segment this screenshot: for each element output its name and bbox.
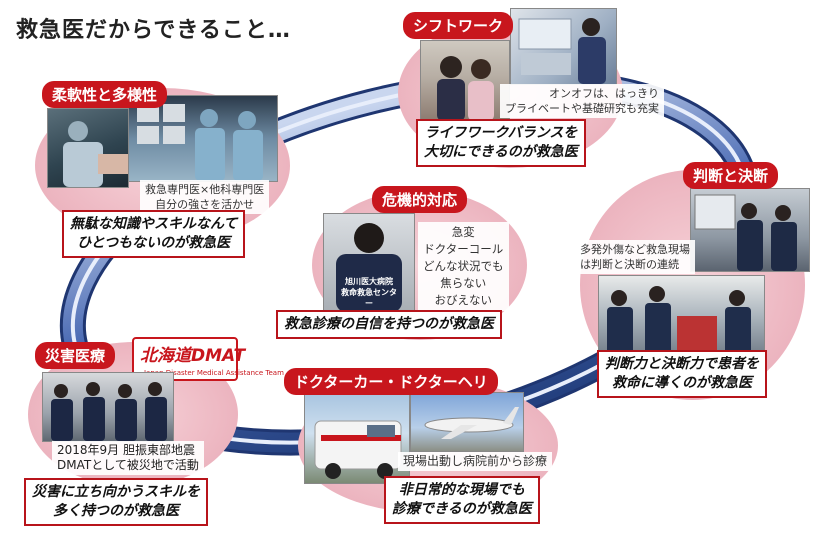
crisis-note: 急変 ドクターコール どんな状況でも 焦らない おびえない bbox=[418, 222, 509, 311]
judge-box-line-1: 判断力と決断力で患者を bbox=[605, 356, 759, 372]
flex-box: 無駄な知識やスキルなんて ひとつもないのが救急医 bbox=[62, 210, 246, 258]
flex-note: 救急専門医×他科専門医 自分の強さを活かせ bbox=[140, 180, 270, 214]
crisis-note-line-5: おびえない bbox=[434, 293, 493, 307]
shift-note: オンオフは、はっきり プライベートや基礎研究も充実 bbox=[500, 84, 664, 118]
crisis-note-line-1: 急変 bbox=[451, 225, 475, 239]
crisis-note-line-2: ドクターコール bbox=[423, 242, 504, 256]
disaster-note-line-1: 2018年9月 胆振東部地震 bbox=[57, 443, 195, 457]
judge-tag: 判断と決断 bbox=[683, 162, 779, 189]
crisis-tag: 危機的対応 bbox=[372, 186, 468, 213]
dmat-logo: 北海道DMAT Japan Disaster Medical Assistanc… bbox=[132, 337, 284, 381]
doctorcar-photo-ambulance bbox=[304, 392, 410, 484]
disaster-box-line-2: 多く持つのが救急医 bbox=[53, 503, 179, 519]
crisis-box: 救急診療の自信を持つのが救急医 bbox=[276, 310, 502, 339]
disaster-note: 2018年9月 胆振東部地震 DMATとして被災地で活動 bbox=[52, 441, 204, 475]
crisis-note-line-4: 焦らない bbox=[440, 276, 487, 290]
doctorcar-box-line-2: 診療できるのが救急医 bbox=[392, 501, 532, 517]
disaster-tag: 災害医療 bbox=[35, 342, 116, 369]
doctorcar-note: 現場出動し病院前から診療 bbox=[398, 452, 553, 471]
doctorcar-note-line-1: 現場出動し病院前から診療 bbox=[403, 454, 548, 468]
judge-box-line-2: 救命に導くのが救急医 bbox=[612, 375, 752, 391]
shift-tag: シフトワーク bbox=[403, 12, 514, 39]
judge-photo-scene bbox=[598, 275, 765, 359]
shift-box-line-2: 大切にできるのが救急医 bbox=[424, 144, 578, 160]
crisis-photo-vest: 旭川医大病院 救命救急センター bbox=[323, 213, 415, 313]
shift-box-line-1: ライフワークバランスを bbox=[424, 125, 578, 141]
doctorcar-photo-jet bbox=[410, 392, 524, 452]
judge-note: 多発外傷など救急現場 は判断と決断の連続 bbox=[575, 240, 695, 274]
crisis-vest-line-2: 救命救急センター bbox=[341, 288, 397, 308]
disaster-box: 災害に立ち向かうスキルを 多く持つのが救急医 bbox=[24, 478, 208, 526]
judge-note-line-1: 多発外傷など救急現場 bbox=[580, 243, 690, 256]
doctorcar-tag: ドクターカー・ドクターヘリ bbox=[284, 368, 498, 395]
flex-box-line-2: ひとつもないのが救急医 bbox=[77, 235, 231, 251]
judge-box: 判断力と決断力で患者を 救命に導くのが救急医 bbox=[597, 350, 767, 398]
flex-box-line-1: 無駄な知識やスキルなんて bbox=[70, 216, 238, 232]
shift-box: ライフワークバランスを 大切にできるのが救急医 bbox=[416, 119, 586, 167]
flex-photo-surgery-2 bbox=[128, 95, 278, 182]
disaster-photo-team bbox=[42, 372, 174, 442]
judge-photo-team bbox=[690, 188, 810, 272]
shift-photo-lab bbox=[510, 8, 617, 85]
doctorcar-box: 非日常的な現場でも 診療できるのが救急医 bbox=[384, 476, 540, 524]
flex-note-line-1: 救急専門医×他科専門医 bbox=[145, 183, 265, 196]
crisis-box-line-1: 救急診療の自信を持つのが救急医 bbox=[284, 316, 494, 332]
shift-photo-nurses bbox=[420, 40, 510, 122]
crisis-note-line-3: どんな状況でも bbox=[423, 259, 504, 273]
page-title: 救急医だからできること… bbox=[16, 18, 291, 43]
dmat-logo-text: 北海道DMAT bbox=[140, 346, 246, 366]
shift-note-line-2: プライベートや基礎研究も充実 bbox=[505, 102, 659, 115]
flex-tag: 柔軟性と多様性 bbox=[42, 81, 168, 108]
crisis-vest-line-1: 旭川医大病院 bbox=[345, 277, 393, 286]
disaster-note-line-2: DMATとして被災地で活動 bbox=[57, 458, 199, 472]
disaster-box-line-1: 災害に立ち向かうスキルを bbox=[32, 484, 200, 500]
shift-note-line-1: オンオフは、はっきり bbox=[549, 87, 659, 100]
judge-note-line-2: は判断と決断の連続 bbox=[580, 258, 679, 271]
crisis-vest-text: 旭川医大病院 救命救急センター bbox=[340, 276, 398, 309]
flex-note-line-2: 自分の強さを活かせ bbox=[155, 198, 255, 211]
doctorcar-box-line-1: 非日常的な現場でも bbox=[398, 482, 525, 498]
flex-photo-surgery-1 bbox=[47, 108, 129, 188]
dmat-logo-subtext: Japan Disaster Medical Assistance Team bbox=[144, 369, 284, 377]
